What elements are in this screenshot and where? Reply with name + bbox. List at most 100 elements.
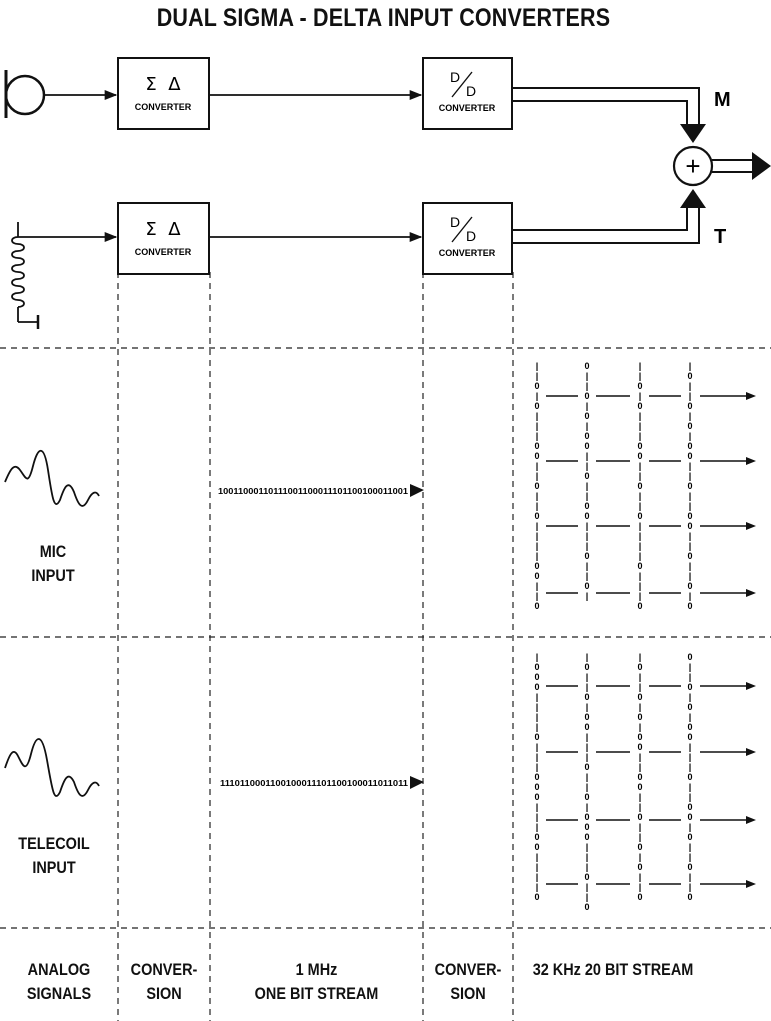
word-bit: | xyxy=(536,722,539,732)
word-bit: 0 xyxy=(687,812,692,822)
word-bit: 0 xyxy=(637,742,642,752)
word-bit: | xyxy=(689,361,692,371)
word-bit: | xyxy=(639,702,642,712)
word-bit: | xyxy=(689,381,692,391)
word-bit: | xyxy=(586,682,589,692)
word-arrowhead xyxy=(746,457,756,465)
word-bit: 0 xyxy=(687,551,692,561)
word-bit: 0 xyxy=(584,872,589,882)
word-bit: | xyxy=(586,742,589,752)
dd-bottom: D xyxy=(466,228,476,244)
word-bit: 0 xyxy=(637,842,642,852)
word-bit: 0 xyxy=(687,802,692,812)
word-bit: | xyxy=(639,802,642,812)
word-bit: 0 xyxy=(637,601,642,611)
word-bit: 0 xyxy=(584,692,589,702)
dd-bottom: D xyxy=(466,83,476,99)
word-bit: 0 xyxy=(584,361,589,371)
word-bit: | xyxy=(536,802,539,812)
word-bit: 0 xyxy=(534,842,539,852)
word-bit: 0 xyxy=(637,511,642,521)
word-bit: 0 xyxy=(584,581,589,591)
word-bit: | xyxy=(689,822,692,832)
word-bit: | xyxy=(639,672,642,682)
word-bit: 0 xyxy=(687,682,692,692)
word-bit: 0 xyxy=(637,451,642,461)
word-bit: | xyxy=(536,692,539,702)
word-bit: | xyxy=(689,872,692,882)
word-bit: 0 xyxy=(584,812,589,822)
word-bit: 0 xyxy=(637,732,642,742)
bus-mic-arrowhead xyxy=(680,124,706,143)
converter-label: CONVERTER xyxy=(439,248,496,258)
column-label-word-stream: 32 KHz 20 BIT STREAM xyxy=(532,960,694,979)
word-bit: 0 xyxy=(687,772,692,782)
word-bit: | xyxy=(586,591,589,601)
word-bit: | xyxy=(639,752,642,762)
word-bit: | xyxy=(586,401,589,411)
sum-symbol: + xyxy=(685,151,700,181)
word-bit: 0 xyxy=(534,792,539,802)
word-bit: | xyxy=(586,521,589,531)
word-bit: 0 xyxy=(534,682,539,692)
word-bit: | xyxy=(689,501,692,511)
word-bit: | xyxy=(536,581,539,591)
word-bit: | xyxy=(586,862,589,872)
word-bit: 0 xyxy=(534,401,539,411)
word-bit: | xyxy=(586,672,589,682)
word-bit: | xyxy=(586,561,589,571)
word-bit: | xyxy=(639,531,642,541)
word-bit: | xyxy=(689,571,692,581)
word-bit: | xyxy=(639,832,642,842)
word-bit: | xyxy=(689,591,692,601)
microphone-icon xyxy=(4,70,46,118)
column-label-conversion-2: CONVER-SION xyxy=(434,960,502,1003)
word-bit: | xyxy=(689,742,692,752)
word-bit: | xyxy=(639,491,642,501)
word-bit: | xyxy=(689,842,692,852)
word-bit: | xyxy=(586,381,589,391)
word-bit: | xyxy=(536,371,539,381)
word-bit: | xyxy=(639,471,642,481)
word-bit: | xyxy=(536,872,539,882)
word-bit: 0 xyxy=(534,381,539,391)
word-bit: | xyxy=(536,551,539,561)
word-bit: 0 xyxy=(687,652,692,662)
word-bit: | xyxy=(586,652,589,662)
word-bit: | xyxy=(689,752,692,762)
word-bit: 0 xyxy=(584,501,589,511)
word-bit: 0 xyxy=(687,732,692,742)
sigma-delta-symbol: Σ Δ xyxy=(145,74,181,95)
word-bit: | xyxy=(639,822,642,832)
word-arrowhead xyxy=(746,816,756,824)
word-bit: 0 xyxy=(534,832,539,842)
word-bit: | xyxy=(689,531,692,541)
word-bit: 0 xyxy=(687,581,692,591)
word-bit: 0 xyxy=(637,401,642,411)
word-stream-mic: ||0|0|||00||0||0||||00||00||0|0|00||0||0… xyxy=(534,361,756,611)
word-bit: 0 xyxy=(584,712,589,722)
word-bit: 0 xyxy=(584,511,589,521)
word-bit: | xyxy=(586,772,589,782)
word-arrowhead xyxy=(746,392,756,400)
word-bit: | xyxy=(536,421,539,431)
word-bit: | xyxy=(639,411,642,421)
word-bit: 0 xyxy=(687,481,692,491)
word-bit: 0 xyxy=(534,892,539,902)
word-bit: 0 xyxy=(534,601,539,611)
word-bit: 0 xyxy=(637,692,642,702)
word-bit: 0 xyxy=(534,772,539,782)
word-bit: | xyxy=(689,852,692,862)
word-bit: 0 xyxy=(534,511,539,521)
word-bit: | xyxy=(689,762,692,772)
word-bit: 0 xyxy=(584,391,589,401)
word-bit: | xyxy=(536,471,539,481)
word-bit: 0 xyxy=(687,421,692,431)
bus-telecoil xyxy=(512,208,700,244)
converter-label: CONVERTER xyxy=(135,247,192,257)
dashed-grid xyxy=(0,272,771,1021)
word-bit: 0 xyxy=(584,662,589,672)
word-bit: | xyxy=(536,431,539,441)
word-bit: 0 xyxy=(534,672,539,682)
summing-junction: + xyxy=(672,145,714,187)
